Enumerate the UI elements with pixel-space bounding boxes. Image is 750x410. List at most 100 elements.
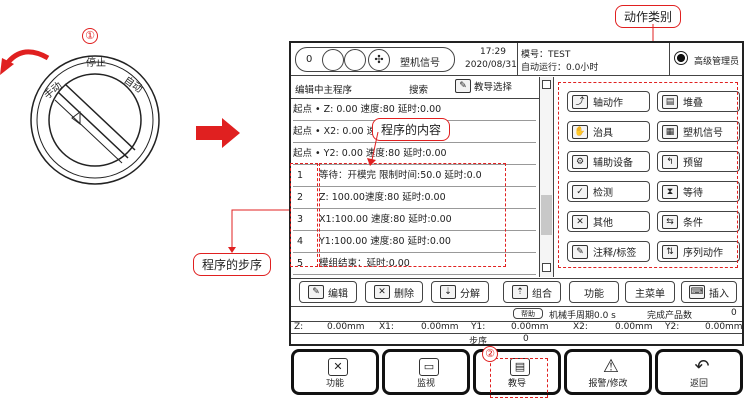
nav-back-button[interactable]: ↶ 返回: [655, 349, 743, 395]
combine-button[interactable]: ⇡组合: [503, 281, 561, 303]
callout-program-steps: 程序的步序: [193, 253, 272, 276]
check-icon: ✓: [572, 184, 588, 199]
indicator-lamp-2: [344, 49, 366, 71]
step-bar: 步序 0: [291, 333, 742, 347]
nav-function-label: 功能: [325, 379, 344, 389]
action-check[interactable]: ✓检测: [567, 181, 650, 202]
nav-teach-label: 教导: [507, 379, 526, 389]
help-button[interactable]: 帮助: [513, 308, 543, 319]
callout-program-content: 程序的内容: [372, 118, 451, 141]
program-row[interactable]: 2 Z: 100.00速度:80 延时:0.00: [293, 188, 536, 209]
action-stack[interactable]: ▤ 堆叠: [657, 91, 740, 112]
arrow-right-icon: [196, 118, 240, 148]
program-scrollbar[interactable]: [539, 77, 553, 277]
nav-function-button[interactable]: ✕ 功能: [291, 349, 379, 395]
action-other[interactable]: ✕其他: [567, 211, 650, 232]
stack-icon: ▤: [662, 94, 678, 109]
function-label: 功能: [584, 288, 604, 300]
program-row-text: Z: 100.00速度:80 延时:0.00: [319, 192, 446, 203]
record-icon[interactable]: [674, 51, 688, 65]
edit-icon: ✎: [308, 285, 324, 299]
scroll-down-button[interactable]: [542, 263, 551, 272]
product-count-label: 完成产品数: [647, 311, 693, 321]
action-fixture[interactable]: ✋治具: [567, 121, 650, 142]
step-number: 2: [297, 192, 304, 203]
function-button[interactable]: 功能: [569, 281, 619, 303]
program-row-text: Y1:100.00 速度:80 延时:0.00: [319, 236, 451, 247]
coord-value: 0.00mm: [615, 322, 653, 332]
arrows-cross-icon: ✣: [368, 49, 390, 71]
program-row-text: 起点 • Y2: 0.00 速度:80 延时:0.00: [293, 148, 447, 159]
coord-axis: X1:: [379, 322, 394, 332]
program-row[interactable]: 起点 • X2: 0.00 速度:80 延时:0.00: [293, 122, 536, 143]
callout-line-content: [367, 132, 379, 166]
hourglass-icon: ⧗: [662, 184, 678, 199]
help-label: 帮助: [521, 309, 535, 318]
editor-title: 编辑中主程序: [295, 85, 353, 96]
action-reserve[interactable]: ↰预留: [657, 151, 740, 172]
machine-signal-label[interactable]: 塑机信号: [400, 58, 440, 69]
program-row[interactable]: 3 X1:100.00 速度:80 延时:0.00: [293, 210, 536, 231]
step-number: 3: [297, 214, 304, 225]
teach-select-label: 教导选择: [474, 82, 513, 93]
action-label: 其他: [593, 218, 613, 229]
main-menu-button[interactable]: 主菜单: [625, 281, 675, 303]
delete-button[interactable]: ✕删除: [365, 281, 423, 303]
arm-icon: ⤴: [572, 94, 588, 109]
coord-axis: Y2:: [665, 322, 680, 332]
scroll-thumb[interactable]: [541, 195, 552, 235]
machine-signal-icon: ▦: [662, 124, 678, 139]
action-sequence[interactable]: ⇅序列动作: [657, 241, 740, 262]
coord-axis: Z:: [294, 322, 304, 332]
edit-button[interactable]: ✎编辑: [299, 281, 357, 303]
split-button[interactable]: ⇣分解: [431, 281, 489, 303]
teach-select-button[interactable]: ✎ 教导选择: [455, 79, 512, 93]
editor-header: 编辑中主程序 搜索 ✎ 教导选择: [291, 77, 553, 99]
mode-knob-icon: [0, 49, 160, 185]
knob-stop-label: 停止: [86, 58, 106, 69]
warning-icon: ⚠: [602, 356, 620, 377]
callout-action-category: 动作类别: [615, 5, 682, 28]
action-wait[interactable]: ⧗等待: [657, 181, 740, 202]
action-note[interactable]: ✎注释/标签: [567, 241, 650, 262]
back-arrow-icon: ↶: [694, 356, 710, 377]
program-row[interactable]: 起点 • Y2: 0.00 速度:80 延时:0.00: [293, 144, 536, 165]
scroll-up-button[interactable]: [542, 80, 551, 89]
monitor-icon: ▭: [419, 358, 439, 376]
program-row-text: X1:100.00 速度:80 延时:0.00: [319, 214, 452, 225]
sequence-icon: ⇅: [662, 244, 678, 259]
highlight-program-content: [319, 163, 506, 267]
signal-indicator-group: 0 ✣ 塑机信号: [295, 47, 455, 72]
action-axis[interactable]: ⤴轴动作: [567, 91, 650, 112]
edit-icon: ✎: [455, 79, 471, 93]
action-aux-device[interactable]: ⚙辅助设备: [567, 151, 650, 172]
step-number: 1: [297, 170, 304, 181]
coordinate-bar: Z: 0.00mm X1: 0.00mm Y1: 0.00mm X2: 0.00…: [291, 321, 743, 333]
top-bar: 0 ✣ 塑机信号 17:29 2020/08/31 模号：TEST 自动运行：0…: [291, 43, 742, 76]
split-icon: ⇣: [440, 285, 456, 299]
user-level[interactable]: 高级管理员: [694, 57, 740, 67]
search-button[interactable]: 搜索: [409, 85, 429, 96]
action-condition[interactable]: ⇆ 条件: [657, 211, 740, 232]
combine-icon: ⇡: [512, 285, 528, 299]
nav-monitor-button[interactable]: ▭ 监视: [382, 349, 470, 395]
hmi-screen: 0 ✣ 塑机信号 17:29 2020/08/31 模号：TEST 自动运行：0…: [289, 41, 744, 347]
knob-illustration: 手动 停止 自动: [0, 20, 260, 220]
delete-icon: ✕: [374, 285, 390, 299]
action-label: 堆叠: [683, 98, 703, 109]
program-row-text: 模组结束：延时:0.00: [319, 258, 410, 269]
nav-alarm-button[interactable]: ⚠ 报警/修改: [564, 349, 652, 395]
action-label: 条件: [683, 218, 703, 229]
action-grid: ⤴轴动作 ▤ 堆叠 ✋治具 ▦塑机信号 ⚙辅助设备 ↰预留 ✓检测 ⧗等待 ✕其他…: [557, 79, 742, 275]
condition-icon: ⇆: [662, 214, 678, 229]
mold-number: 模号：TEST: [521, 50, 571, 60]
action-label: 注释/标签: [593, 248, 637, 259]
coord-axis: Y1:: [471, 322, 486, 332]
action-machine-signal[interactable]: ▦塑机信号: [657, 121, 740, 142]
insert-button[interactable]: ⌨插入: [681, 281, 737, 303]
action-label: 治具: [593, 128, 613, 139]
keyboard-icon: ⌨: [689, 285, 705, 299]
